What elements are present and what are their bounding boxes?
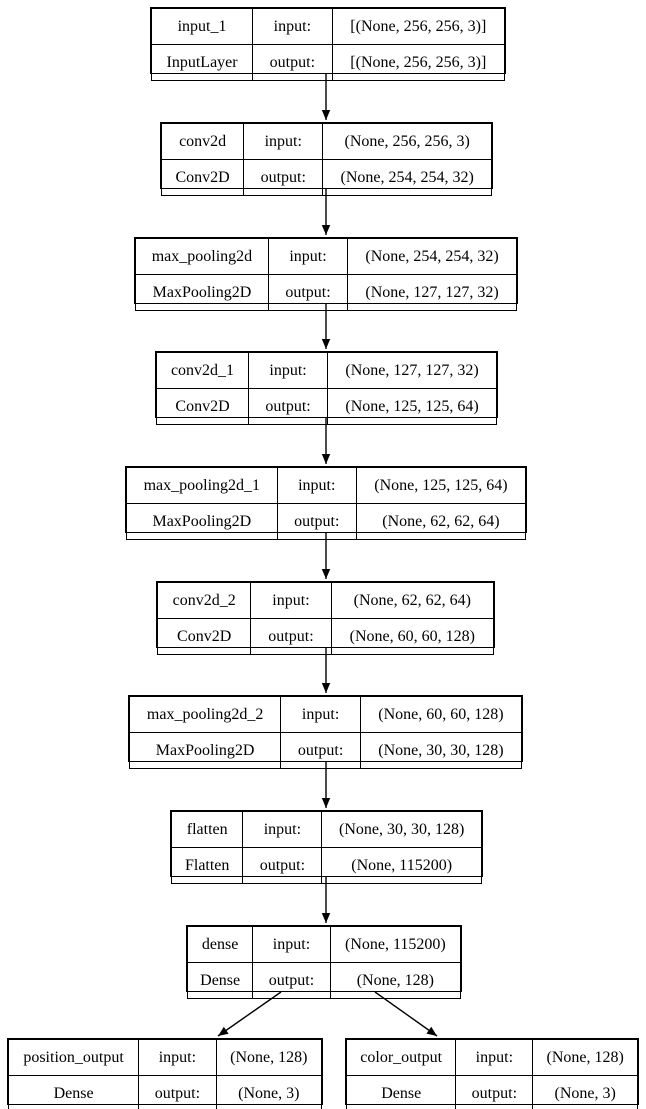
- output-shape: (None, 254, 254, 32): [322, 159, 492, 196]
- layer-name: conv2d_2: [156, 582, 252, 619]
- output-label: output:: [138, 1075, 217, 1109]
- input-label: input:: [252, 8, 333, 45]
- layer-node-flatten: flatten input: (None, 30, 30, 128) Flatt…: [170, 810, 483, 884]
- layer-node-conv2d_2: conv2d_2 input: (None, 62, 62, 64) Conv2…: [156, 581, 495, 655]
- layer-type: MaxPooling2D: [126, 503, 278, 540]
- layer-table-conv2d_1: conv2d_1 input: (None, 127, 127, 32) Con…: [155, 352, 497, 425]
- layer-table-color_output: color_output input: (None, 128) Dense ou…: [345, 1039, 638, 1109]
- layer-table-max_pooling2d_2: max_pooling2d_2 input: (None, 60, 60, 12…: [128, 696, 523, 769]
- input-shape: (None, 128): [532, 1039, 638, 1076]
- output-shape: (None, 60, 60, 128): [330, 618, 495, 655]
- output-label: output:: [280, 732, 361, 769]
- layer-name: dense: [186, 926, 254, 963]
- output-label: output:: [248, 388, 329, 425]
- output-shape: (None, 115200): [321, 847, 482, 884]
- input-label: input:: [276, 467, 357, 504]
- layer-node-max_pooling2d: max_pooling2d input: (None, 254, 254, 32…: [134, 237, 518, 311]
- input-label: input:: [455, 1039, 534, 1076]
- input-shape: (None, 62, 62, 64): [330, 582, 495, 619]
- layer-name: position_output: [7, 1039, 140, 1076]
- output-shape: (None, 3): [215, 1075, 323, 1109]
- layer-node-input_1: input_1 input: [(None, 256, 256, 3)] Inp…: [150, 7, 506, 81]
- layer-type: MaxPooling2D: [135, 274, 269, 311]
- input-shape: (None, 127, 127, 32): [327, 352, 497, 389]
- layer-name: conv2d: [160, 123, 245, 160]
- layer-node-conv2d_1: conv2d_1 input: (None, 127, 127, 32) Con…: [155, 351, 498, 425]
- layer-table-flatten: flatten input: (None, 30, 30, 128) Flatt…: [170, 811, 482, 884]
- layer-type: Conv2D: [160, 159, 245, 196]
- input-label: input:: [248, 352, 329, 389]
- layer-node-max_pooling2d_2: max_pooling2d_2 input: (None, 60, 60, 12…: [128, 695, 523, 769]
- layer-name: conv2d_1: [155, 352, 250, 389]
- output-shape: (None, 128): [329, 962, 462, 999]
- output-label: output:: [250, 618, 332, 655]
- input-label: input:: [242, 811, 323, 848]
- layer-type: InputLayer: [150, 44, 254, 81]
- output-shape: (None, 30, 30, 128): [359, 732, 523, 769]
- layer-type: Conv2D: [156, 618, 252, 655]
- layer-table-max_pooling2d_1: max_pooling2d_1 input: (None, 125, 125, …: [126, 467, 527, 540]
- output-shape: (None, 62, 62, 64): [355, 503, 527, 540]
- layer-type: Dense: [7, 1075, 140, 1109]
- layer-table-max_pooling2d: max_pooling2d input: (None, 254, 254, 32…: [135, 238, 517, 311]
- output-label: output:: [267, 274, 349, 311]
- layer-table-conv2d: conv2d input: (None, 256, 256, 3) Conv2D…: [160, 123, 492, 196]
- input-label: input:: [243, 123, 324, 160]
- input-shape: (None, 115200): [329, 926, 462, 963]
- layer-node-conv2d: conv2d input: (None, 256, 256, 3) Conv2D…: [160, 122, 493, 196]
- layer-node-max_pooling2d_1: max_pooling2d_1 input: (None, 125, 125, …: [125, 466, 527, 540]
- layer-type: Dense: [186, 962, 254, 999]
- input-label: input:: [280, 696, 361, 733]
- input-shape: (None, 30, 30, 128): [321, 811, 482, 848]
- layer-type: Dense: [345, 1075, 457, 1109]
- input-shape: [(None, 256, 256, 3)]: [331, 8, 506, 45]
- layer-type: MaxPooling2D: [128, 732, 282, 769]
- layer-node-position_output: position_output input: (None, 128) Dense…: [7, 1038, 323, 1109]
- output-shape: (None, 127, 127, 32): [347, 274, 517, 311]
- input-shape: (None, 256, 256, 3): [322, 123, 492, 160]
- layer-name: flatten: [170, 811, 244, 848]
- layer-name: max_pooling2d_2: [128, 696, 282, 733]
- output-label: output:: [276, 503, 357, 540]
- layer-table-conv2d_2: conv2d_2 input: (None, 62, 62, 64) Conv2…: [156, 582, 495, 655]
- output-label: output:: [252, 44, 333, 81]
- layer-table-position_output: position_output input: (None, 128) Dense…: [7, 1039, 323, 1109]
- layer-name: color_output: [345, 1039, 457, 1076]
- input-shape: (None, 254, 254, 32): [347, 238, 517, 275]
- output-shape: [(None, 256, 256, 3)]: [331, 44, 506, 81]
- input-label: input:: [267, 238, 349, 275]
- output-label: output:: [252, 962, 331, 999]
- layer-table-input_1: input_1 input: [(None, 256, 256, 3)] Inp…: [150, 8, 506, 81]
- output-shape: (None, 3): [532, 1075, 638, 1109]
- input-shape: (None, 125, 125, 64): [355, 467, 527, 504]
- layer-name: max_pooling2d: [135, 238, 269, 275]
- layer-node-color_output: color_output input: (None, 128) Dense ou…: [345, 1038, 639, 1109]
- layer-node-dense: dense input: (None, 115200) Dense output…: [186, 925, 462, 999]
- output-label: output:: [455, 1075, 534, 1109]
- output-label: output:: [243, 159, 324, 196]
- output-shape: (None, 125, 125, 64): [327, 388, 497, 425]
- layer-table-dense: dense input: (None, 115200) Dense output…: [186, 926, 462, 999]
- layer-type: Conv2D: [155, 388, 250, 425]
- input-label: input:: [252, 926, 331, 963]
- input-label: input:: [138, 1039, 217, 1076]
- layer-type: Flatten: [170, 847, 244, 884]
- input-shape: (None, 128): [215, 1039, 323, 1076]
- layer-name: input_1: [150, 8, 254, 45]
- input-shape: (None, 60, 60, 128): [359, 696, 523, 733]
- output-label: output:: [242, 847, 323, 884]
- layer-name: max_pooling2d_1: [126, 467, 278, 504]
- input-label: input:: [250, 582, 332, 619]
